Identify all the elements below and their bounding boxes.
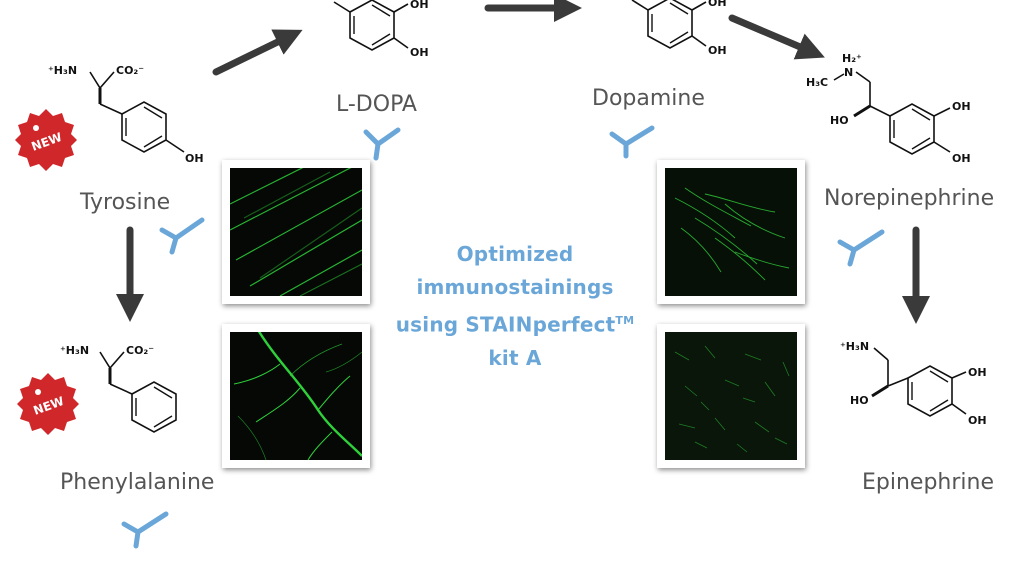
kit-description-line2: immunostainings bbox=[416, 275, 614, 299]
norepinephrine-oh-label-1: OH bbox=[952, 100, 971, 113]
norepinephrine-structure: H₂⁺ N H₃C HO OH OH bbox=[806, 52, 971, 165]
label-dopamine: Dopamine bbox=[592, 86, 705, 111]
antibody-icon-ldopa bbox=[363, 127, 401, 161]
norepinephrine-n-label: N bbox=[844, 66, 853, 79]
epinephrine-oh-label-1: OH bbox=[968, 366, 987, 379]
kit-description-line1: Optimized bbox=[456, 242, 574, 266]
kit-name: using STAINperfect bbox=[395, 312, 616, 337]
label-tyrosine: Tyrosine bbox=[80, 190, 171, 215]
antibody-icon-norepinephrine bbox=[837, 229, 885, 267]
ldopa-oh-label-2: OH bbox=[410, 46, 429, 59]
micrograph-epinephrine-staining bbox=[657, 324, 805, 468]
norepinephrine-oh-label-2: OH bbox=[952, 152, 971, 165]
norepinephrine-h2-label: H₂⁺ bbox=[842, 52, 862, 65]
micrograph-norepinephrine-staining bbox=[657, 160, 805, 304]
tyrosine-carboxyl-label: CO₂⁻ bbox=[116, 64, 144, 77]
antibody-icon-phenylalanine bbox=[121, 511, 169, 549]
arrow-tyrosine-to-ldopa bbox=[212, 29, 303, 76]
tyrosine-structure: ⁺H₃N CO₂⁻ OH bbox=[48, 64, 204, 165]
dopamine-oh-label-2: OH bbox=[708, 44, 727, 57]
label-epinephrine: Epinephrine bbox=[862, 470, 994, 495]
norepinephrine-ho-label: HO bbox=[830, 114, 849, 127]
tyrosine-oh-label: OH bbox=[185, 152, 204, 165]
epinephrine-ho-label: HO bbox=[850, 394, 869, 407]
kit-description-line3: using STAINperfectTM bbox=[380, 304, 650, 342]
new-badge-tyrosine: NEW bbox=[15, 109, 77, 171]
label-norepinephrine: Norepinephrine bbox=[824, 186, 995, 211]
kit-description: Optimized immunostainings using STAINper… bbox=[380, 238, 650, 375]
trademark: TM bbox=[615, 314, 635, 327]
epinephrine-amino-label: ⁺H₃N bbox=[840, 340, 869, 353]
ldopa-structure: OH OH bbox=[333, 0, 429, 59]
ldopa-oh-label-1: OH bbox=[410, 0, 429, 11]
label-phenylalanine: Phenylalanine bbox=[60, 470, 215, 495]
phenylalanine-amino-label: ⁺H₃N bbox=[60, 344, 89, 357]
new-badge-phenylalanine: NEW bbox=[17, 373, 79, 435]
micrograph-phenylalanine-staining bbox=[222, 324, 370, 468]
phenylalanine-carboxyl-label: CO₂⁻ bbox=[126, 344, 154, 357]
tyrosine-amino-label: ⁺H₃N bbox=[48, 64, 77, 77]
antibody-icon-dopamine bbox=[609, 125, 655, 159]
antibody-icon-tyrosine bbox=[159, 217, 205, 255]
label-ldopa: L-DOPA bbox=[336, 92, 417, 117]
norepinephrine-methyl-label: H₃C bbox=[806, 76, 828, 89]
micrograph-tyrosine-staining bbox=[222, 160, 370, 304]
dopamine-structure: OH OH bbox=[631, 0, 727, 57]
kit-description-line4: kit A bbox=[488, 345, 542, 370]
epinephrine-structure: ⁺H₃N HO OH OH bbox=[840, 340, 987, 427]
phenylalanine-structure: ⁺H₃N CO₂⁻ bbox=[60, 344, 177, 433]
epinephrine-oh-label-2: OH bbox=[968, 414, 987, 427]
dopamine-oh-label-1: OH bbox=[708, 0, 727, 9]
